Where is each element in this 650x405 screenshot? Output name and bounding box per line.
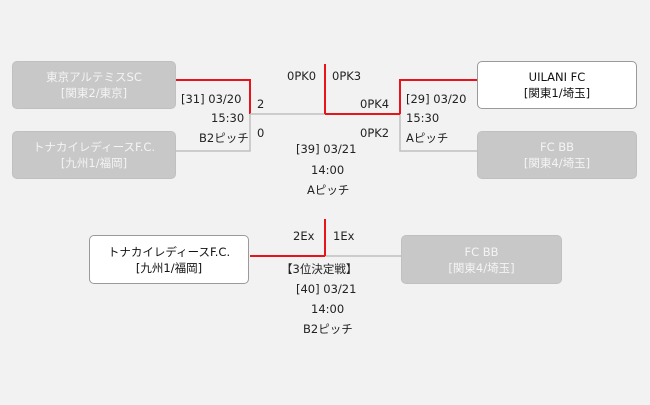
team-region: [関東2/東京] bbox=[60, 86, 128, 100]
match-time: 15:30 bbox=[211, 111, 245, 125]
match-venue: Aピッチ bbox=[406, 131, 449, 145]
team-box-tokyo-artemis[interactable]: 東京アルテミスSC [関東2/東京] bbox=[12, 61, 176, 109]
score-bottom: 0PK2 bbox=[360, 126, 390, 140]
right-loser-line bbox=[399, 114, 478, 152]
team-region: [関東1/埼玉] bbox=[523, 86, 591, 100]
team-box-third-fc-bb[interactable]: FC BB [関東4/埼玉] bbox=[401, 235, 562, 284]
team-name: FC BB bbox=[539, 140, 575, 154]
final-time: 14:00 bbox=[311, 163, 345, 177]
third-venue: B2ピッチ bbox=[303, 322, 353, 336]
final-score-right: 0PK3 bbox=[332, 69, 362, 83]
team-name: UILANI FC bbox=[528, 70, 586, 84]
team-region: [関東4/埼玉] bbox=[523, 156, 591, 170]
third-score-right: 1Ex bbox=[333, 229, 355, 243]
team-name: トナカイレディースF.C. bbox=[32, 140, 156, 154]
score-top: 0PK4 bbox=[360, 97, 390, 111]
team-box-uilani[interactable]: UILANI FC [関東1/埼玉] bbox=[477, 61, 637, 109]
left-loser-line bbox=[175, 114, 251, 152]
final-score-left: 0PK0 bbox=[287, 69, 317, 83]
team-name: 東京アルテミスSC bbox=[46, 70, 142, 84]
score-bottom: 0 bbox=[257, 126, 265, 140]
score-top: 2 bbox=[257, 97, 265, 111]
final-venue: Aピッチ bbox=[307, 183, 350, 197]
third-id-date: [40] 03/21 bbox=[296, 282, 357, 296]
team-name: FC BB bbox=[464, 244, 499, 259]
third-place-title: 【3位決定戦】 bbox=[281, 262, 358, 276]
team-box-tonakai[interactable]: トナカイレディースF.C. [九州1/福岡] bbox=[12, 131, 176, 179]
team-region: [九州1/福岡] bbox=[60, 156, 128, 170]
third-time: 14:00 bbox=[311, 302, 345, 316]
team-box-third-tonakai[interactable]: トナカイレディースF.C. [九州1/福岡] bbox=[89, 235, 249, 284]
right-winner-line bbox=[399, 79, 478, 114]
team-region: [九州1/福岡] bbox=[135, 260, 203, 275]
team-region: [関東4/埼玉] bbox=[448, 260, 515, 275]
match-venue: B2ピッチ bbox=[199, 131, 249, 145]
left-winner-line bbox=[175, 79, 251, 114]
team-box-fc-bb[interactable]: FC BB [関東4/埼玉] bbox=[477, 131, 637, 179]
match-time: 15:30 bbox=[406, 111, 440, 125]
match-id-date: [29] 03/20 bbox=[406, 92, 467, 106]
team-name: トナカイレディースF.C. bbox=[107, 244, 231, 259]
third-score-left: 2Ex bbox=[293, 229, 315, 243]
final-id-date: [39] 03/21 bbox=[296, 142, 357, 156]
match-id-date: [31] 03/20 bbox=[181, 92, 242, 106]
